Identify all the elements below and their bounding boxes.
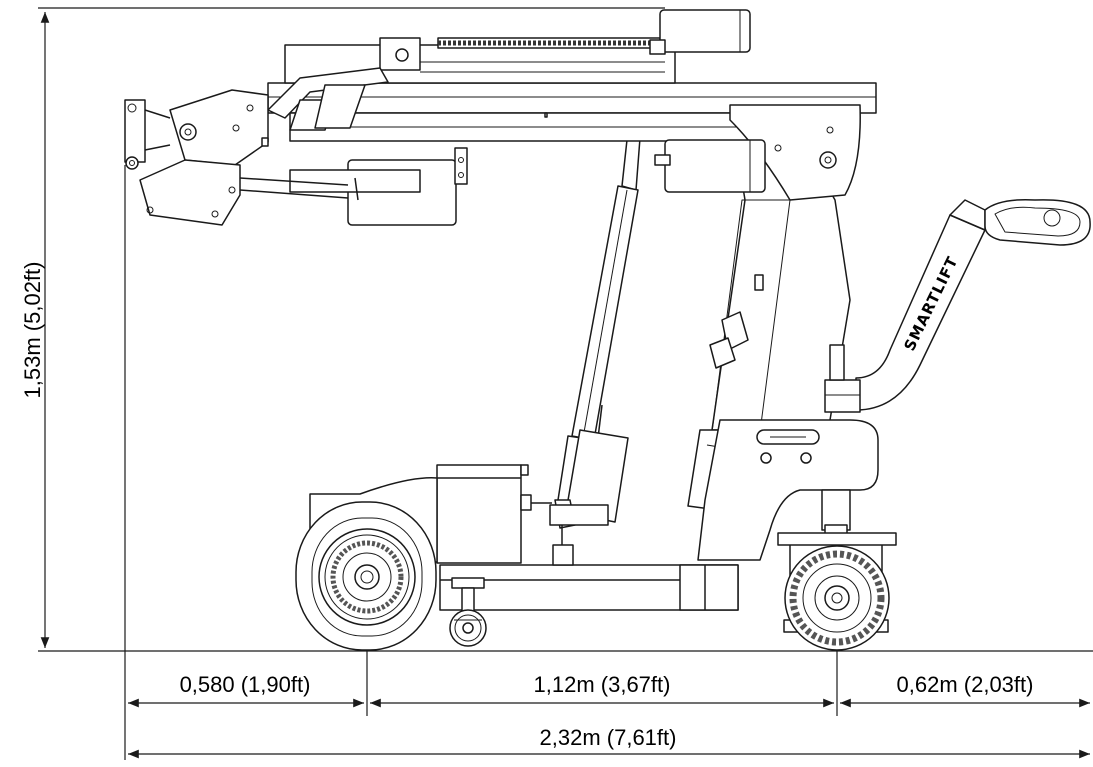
control-handle bbox=[824, 198, 1091, 413]
total-length-label: 2,32m (7,61ft) bbox=[540, 725, 677, 750]
battery-box bbox=[436, 464, 552, 564]
chassis-base bbox=[439, 564, 739, 611]
front-wheel bbox=[295, 501, 437, 651]
rear-wheel-assembly bbox=[777, 532, 897, 651]
height-dimension-label: 1,53m (5,02ft) bbox=[20, 262, 45, 399]
lower-motors bbox=[289, 139, 766, 226]
boom-brace bbox=[267, 67, 389, 131]
caster-wheel bbox=[449, 577, 487, 647]
wheelbase-label: 1,12m (3,67ft) bbox=[534, 672, 671, 697]
lifter-machine bbox=[124, 9, 1091, 651]
front-overhang-label: 0,580 (1,90ft) bbox=[180, 672, 311, 697]
lift-cylinder bbox=[549, 95, 643, 566]
tilt-head bbox=[124, 89, 349, 226]
rear-overhang-label: 0,62m (2,03ft) bbox=[897, 672, 1034, 697]
boom-arm bbox=[267, 82, 877, 201]
boom-fittings bbox=[261, 112, 548, 185]
rear-base-block bbox=[697, 419, 879, 561]
